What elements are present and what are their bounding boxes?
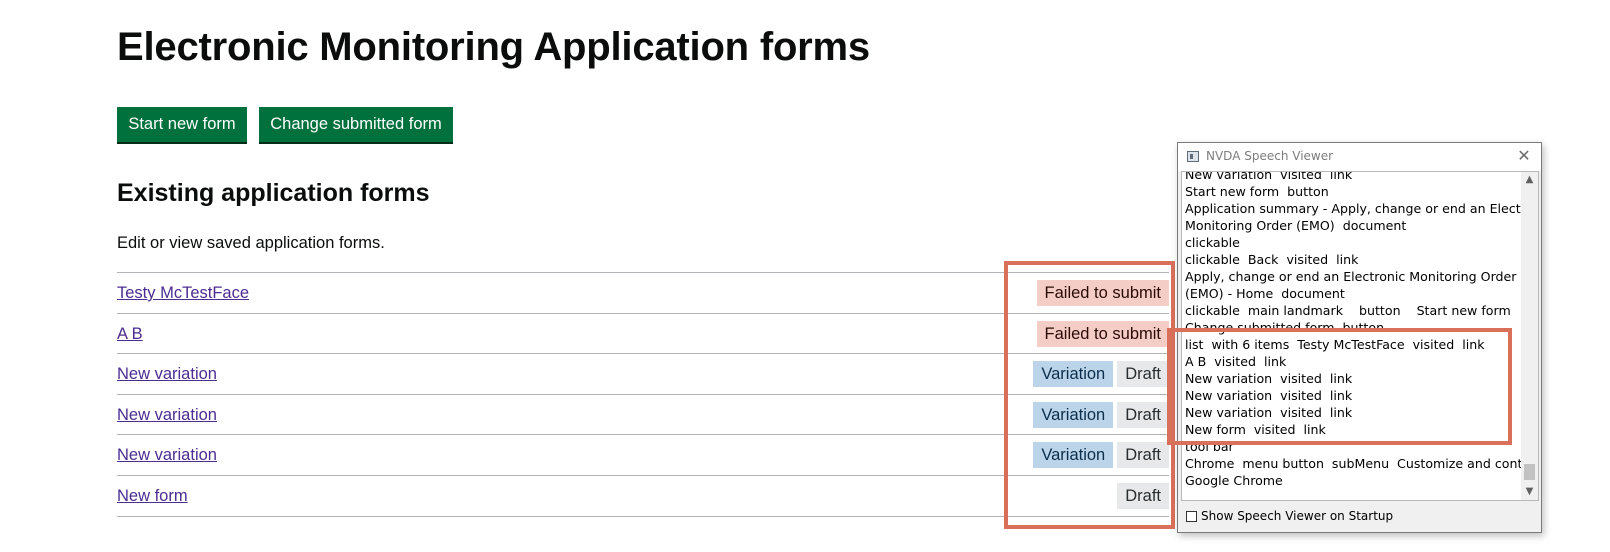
status-tag-variation: Variation [1033,361,1114,387]
nvda-speech-viewer-window: NVDA Speech Viewer ✕ New variation visit… [1177,142,1542,533]
speech-line: Google Chrome [1185,473,1283,488]
speech-line: clickable main landmark button Start new… [1185,303,1511,318]
form-link[interactable]: New variation [117,365,217,383]
nvda-window-title: NVDA Speech Viewer [1206,149,1334,163]
speech-line: list with 6 items Testy McTestFace visit… [1185,337,1485,352]
speech-line: clickable [1185,235,1240,250]
show-on-startup-checkbox[interactable] [1186,510,1197,522]
status-tag-variation: Variation [1033,401,1114,428]
status-tag-variation: Variation [1033,442,1114,468]
speech-line: Monitoring Order (EMO) document [1185,218,1407,233]
scroll-down-icon[interactable]: ▼ [1525,486,1534,497]
status-tag-failed: Failed to submit [1036,320,1169,347]
section-title: Existing application forms [117,179,430,207]
speech-line: New variation visited link [1185,171,1353,182]
speech-line: tool bar [1185,439,1234,454]
show-on-startup-label: Show Speech Viewer on Startup [1201,509,1394,523]
form-status-tags: Draft [1117,482,1169,509]
form-link[interactable]: New variation [117,405,217,424]
status-tag-draft: Draft [1117,482,1169,509]
speech-line: Application summary - Apply, change or e… [1185,201,1539,216]
status-tag-failed: Failed to submit [1036,280,1169,306]
scrollbar-thumb[interactable] [1524,464,1535,480]
speech-line: New form visited link [1185,422,1326,437]
form-link[interactable]: New form [117,486,188,505]
speech-line: New variation visited link [1185,405,1353,420]
speech-line: A B visited link [1185,354,1287,369]
scroll-up-icon[interactable]: ▲ [1525,174,1534,185]
speech-line: Start new form button [1185,184,1329,199]
form-list-item: A B Failed to submit [117,312,1169,354]
form-list-item: Testy McTestFace Failed to submit [117,272,1169,313]
speech-line: clickable Back visited link [1185,252,1359,267]
form-status-tags: Failed to submit [1036,320,1169,347]
form-link[interactable]: A B [117,324,143,343]
speech-line: New variation visited link [1185,371,1353,386]
speech-line: (EMO) - Home document [1185,286,1345,301]
speech-log-scrollbar[interactable]: ▲ ▼ [1521,172,1538,500]
form-link[interactable]: Testy McTestFace [117,284,250,302]
form-list-item: New form Draft [117,474,1169,517]
status-tag-draft: Draft [1117,401,1169,428]
speech-line: New variation visited link [1185,388,1353,403]
speech-line: Change submitted form button [1185,320,1385,335]
start-new-form-button[interactable]: Start new form [117,107,247,142]
speech-line: Chrome menu button subMenu Customize and… [1185,456,1539,471]
page-title: Electronic Monitoring Application forms [117,25,870,69]
change-submitted-form-button[interactable]: Change submitted form [259,107,453,142]
form-link[interactable]: New variation [117,446,217,464]
close-icon[interactable]: ✕ [1517,146,1531,165]
status-tag-draft: Draft [1117,442,1169,468]
speech-line: Apply, change or end an Electronic Monit… [1185,269,1517,284]
status-tag-draft: Draft [1117,361,1169,387]
lead-text: Edit or view saved application forms. [117,234,385,252]
show-on-startup-option[interactable]: Show Speech Viewer on Startup [1186,508,1393,524]
form-status-tags: Failed to submit [1036,280,1169,306]
app-window-icon [1187,151,1199,162]
nvda-titlebar: NVDA Speech Viewer ✕ [1178,143,1541,171]
